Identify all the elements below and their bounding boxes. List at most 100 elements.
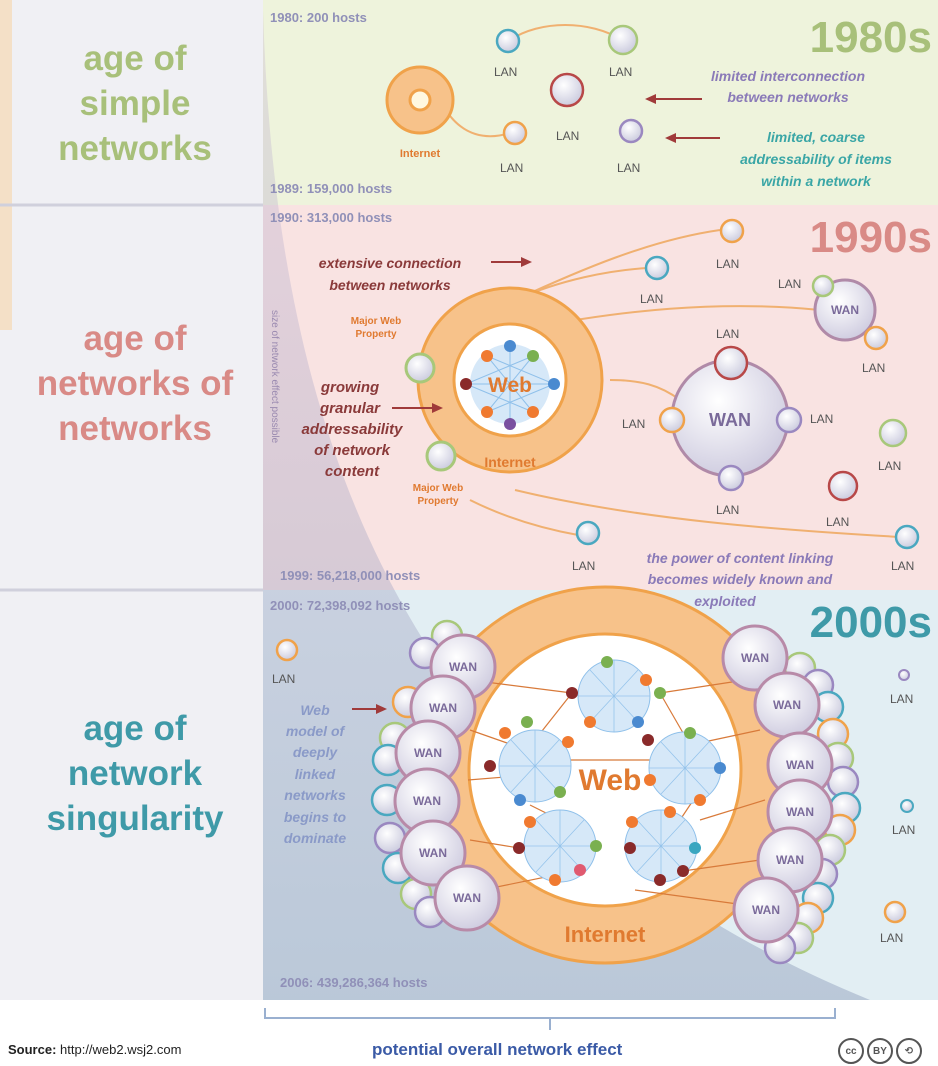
lan-node <box>502 120 528 146</box>
lan-label: LAN <box>716 257 739 271</box>
left-column <box>0 0 263 1000</box>
wan-label: WAN <box>741 651 769 665</box>
major-web-property-label: Major Web <box>413 483 463 494</box>
lan-node <box>658 406 686 434</box>
cc-icon: cc <box>838 1038 864 1064</box>
lan-node <box>575 520 601 546</box>
lan-label: LAN <box>622 417 645 431</box>
effect-bracket <box>264 1008 836 1030</box>
side-axis-label: size of network effect possible <box>269 310 280 444</box>
internet-label-2000s: Internet <box>565 922 646 947</box>
network-evolution-diagram: age of simple networks age of networks o… <box>0 0 938 1030</box>
wan-label: WAN <box>414 746 442 760</box>
web-label-1990s: Web <box>488 374 532 397</box>
lan-label: LAN <box>494 65 517 79</box>
wan-label: WAN <box>773 698 801 712</box>
era-2000s-network: Web Internet WAN WAN WAN WAN WAN WAN <box>272 585 915 965</box>
era-1990s-title-line-3: networks <box>58 409 212 448</box>
web-model-line-4: linked <box>295 766 336 782</box>
era-1980s-title-line-1: age of <box>83 39 186 78</box>
creative-commons-badge: cc BY ⟲ <box>838 1038 922 1064</box>
potential-effect-caption: potential overall network effect <box>372 1040 623 1059</box>
lan-node <box>275 638 299 662</box>
era-1980s-title-line-2: simple <box>80 84 191 123</box>
era-1990s-title-line-1: age of <box>83 319 186 358</box>
era-2000s-title-line-3: singularity <box>47 799 225 838</box>
lan-label: LAN <box>878 459 901 473</box>
internet-label-1980s: Internet <box>400 148 441 160</box>
lan-label: LAN <box>880 931 903 945</box>
lan-node <box>894 524 920 550</box>
lan-node <box>719 218 745 244</box>
era-1990s-title-line-2: networks of <box>37 364 234 403</box>
major-web-property-node <box>404 352 436 384</box>
lan-label: LAN <box>716 327 739 341</box>
hosts-2000: 2000: 72,398,092 hosts <box>270 598 410 613</box>
lan-node <box>717 464 745 492</box>
web-model-line-3: deeply <box>293 744 339 760</box>
web-model-line-5: networks <box>284 787 346 803</box>
lan-node <box>863 325 889 351</box>
lan-label: LAN <box>716 503 739 517</box>
major-web-property-label: Property <box>355 329 397 340</box>
lan-node <box>811 274 835 298</box>
lan-label: LAN <box>617 161 640 175</box>
major-web-property-label: Property <box>417 496 459 507</box>
growing-granular-line-1: growing <box>320 379 379 396</box>
lan-label: LAN <box>890 692 913 706</box>
lan-node <box>898 669 910 681</box>
wan-label: WAN <box>786 758 814 772</box>
extensive-connection-line-2: between networks <box>329 277 451 293</box>
lan-node <box>827 470 859 502</box>
source-credit: Source: http://web2.wsj2.com <box>8 1042 181 1057</box>
extensive-connection-line-1: extensive connection <box>319 255 461 271</box>
lan-node <box>775 406 803 434</box>
lan-node <box>618 118 644 144</box>
share-alike-icon: ⟲ <box>896 1038 922 1064</box>
web-model-line-2: model of <box>286 723 346 739</box>
hosts-2006: 2006: 439,286,364 hosts <box>280 975 427 990</box>
wan-label: WAN <box>419 846 447 860</box>
orange-edge-accent <box>0 0 12 330</box>
lan-node <box>713 345 749 381</box>
wan-label: WAN <box>776 853 804 867</box>
growing-granular-line-5: content <box>325 463 380 480</box>
era-1980s-title-line-3: networks <box>58 129 212 168</box>
web-model-line-7: dominate <box>284 830 346 846</box>
lan-label: LAN <box>826 515 849 529</box>
lan-node <box>644 255 670 281</box>
wan-label: WAN <box>831 303 859 317</box>
lan-label: LAN <box>609 65 632 79</box>
decade-1990s: 1990s <box>810 213 932 262</box>
limited-interconnection-line-1: limited interconnection <box>711 68 865 84</box>
wan-node-1990s-small <box>813 278 877 342</box>
wan-label: WAN <box>709 410 751 430</box>
lan-node <box>900 799 914 813</box>
lan-node <box>495 28 521 54</box>
decade-2000s: 2000s <box>810 598 932 647</box>
power-of-linking-line-3: exploited <box>694 593 756 609</box>
lan-label: LAN <box>810 412 833 426</box>
lan-label: LAN <box>778 277 801 291</box>
era-2000s-title-line-2: network <box>68 754 203 793</box>
wan-label: WAN <box>449 660 477 674</box>
hosts-1989: 1989: 159,000 hosts <box>270 181 392 196</box>
web-model-line-6: begins to <box>284 809 347 825</box>
lan-label: LAN <box>640 292 663 306</box>
lan-node <box>607 24 639 56</box>
lan-label: LAN <box>862 361 885 375</box>
era-1990s-network: Web Internet Major Web Property Major We… <box>302 218 920 658</box>
band-1980s <box>263 0 938 205</box>
growing-granular-line-3: addressability <box>302 421 404 438</box>
hosts-1990: 1990: 313,000 hosts <box>270 210 392 225</box>
lan-node <box>549 72 585 108</box>
wan-label: WAN <box>453 891 481 905</box>
web-label-2000s: Web <box>579 764 642 797</box>
era-1980s-network: Internet LAN LAN LAN LAN LAN limited int… <box>385 24 892 189</box>
major-web-property-label: Major Web <box>351 316 401 327</box>
hosts-1999: 1999: 56,218,000 hosts <box>280 568 420 583</box>
limited-interconnection-line-2: between networks <box>727 89 849 105</box>
era-2000s-title-line-1: age of <box>83 709 186 748</box>
growing-granular-line-2: granular <box>319 400 381 417</box>
power-of-linking-line-1: the power of content linking <box>647 550 834 566</box>
